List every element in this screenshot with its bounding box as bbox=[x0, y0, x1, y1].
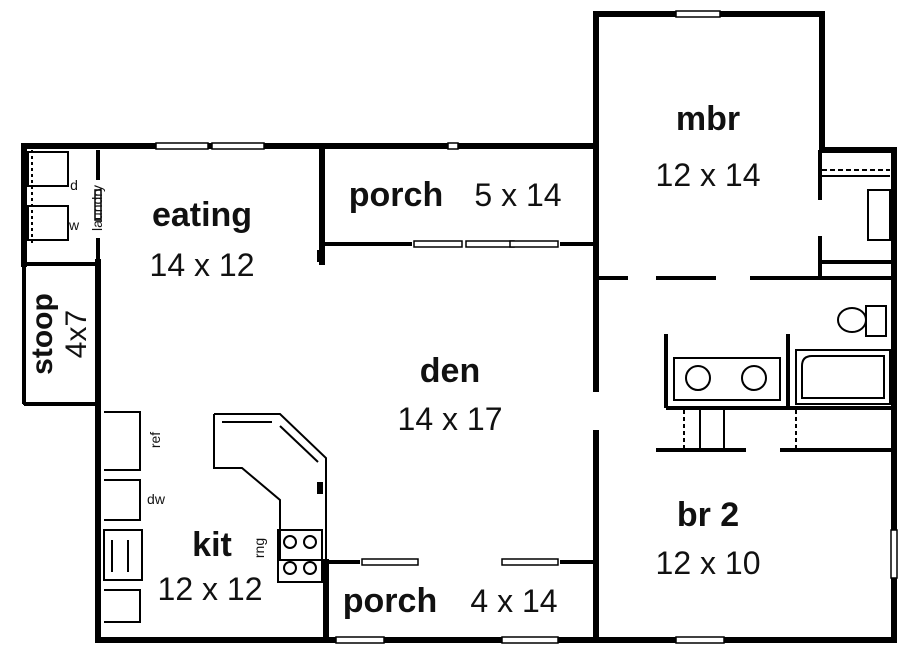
room-dim-br2: 12 x 10 bbox=[656, 545, 761, 581]
room-dim-eating: 14 x 12 bbox=[150, 247, 255, 283]
room-name-br2: br 2 bbox=[677, 496, 739, 534]
laundry-label: laundry bbox=[89, 185, 105, 231]
room-dim-mbr: 12 x 14 bbox=[656, 157, 761, 193]
room-name-mbr: mbr bbox=[676, 100, 740, 138]
appliance-labels: laundry d w ref dw rng bbox=[68, 177, 267, 558]
sink-icon bbox=[685, 365, 711, 391]
dryer-icon bbox=[27, 151, 69, 187]
room-name-den: den bbox=[420, 352, 480, 390]
room-name-porch-top: porch bbox=[349, 176, 443, 214]
range-icon bbox=[277, 529, 323, 583]
room-dim-den: 14 x 17 bbox=[398, 401, 503, 437]
door-jambs bbox=[317, 250, 599, 494]
dw-label: dw bbox=[147, 491, 166, 507]
room-dim-porch-top: 5 x 14 bbox=[474, 177, 561, 213]
room-dim-porch-bottom: 4 x 14 bbox=[470, 583, 557, 619]
sink-icon bbox=[103, 529, 143, 581]
room-name-porch-bottom: porch bbox=[343, 582, 437, 620]
room-name-eating: eating bbox=[152, 196, 252, 234]
washer-label: w bbox=[68, 217, 80, 233]
fixtures bbox=[23, 150, 891, 623]
room-name-kit: kit bbox=[192, 526, 232, 564]
room-labels: mbr 12 x 14 eating 14 x 12 porch 5 x 14 … bbox=[26, 100, 760, 620]
room-dim-kit: 12 x 12 bbox=[158, 571, 263, 607]
dryer-label: d bbox=[70, 177, 78, 193]
room-dim-stoop: 4x7 bbox=[60, 310, 93, 358]
ref-label: ref bbox=[147, 432, 163, 448]
washer-icon bbox=[27, 205, 69, 241]
bathtub-icon bbox=[795, 349, 891, 405]
windows bbox=[94, 10, 898, 644]
rng-label: rng bbox=[251, 538, 267, 558]
room-name-stoop: stoop bbox=[26, 293, 59, 375]
sink-icon bbox=[741, 365, 767, 391]
